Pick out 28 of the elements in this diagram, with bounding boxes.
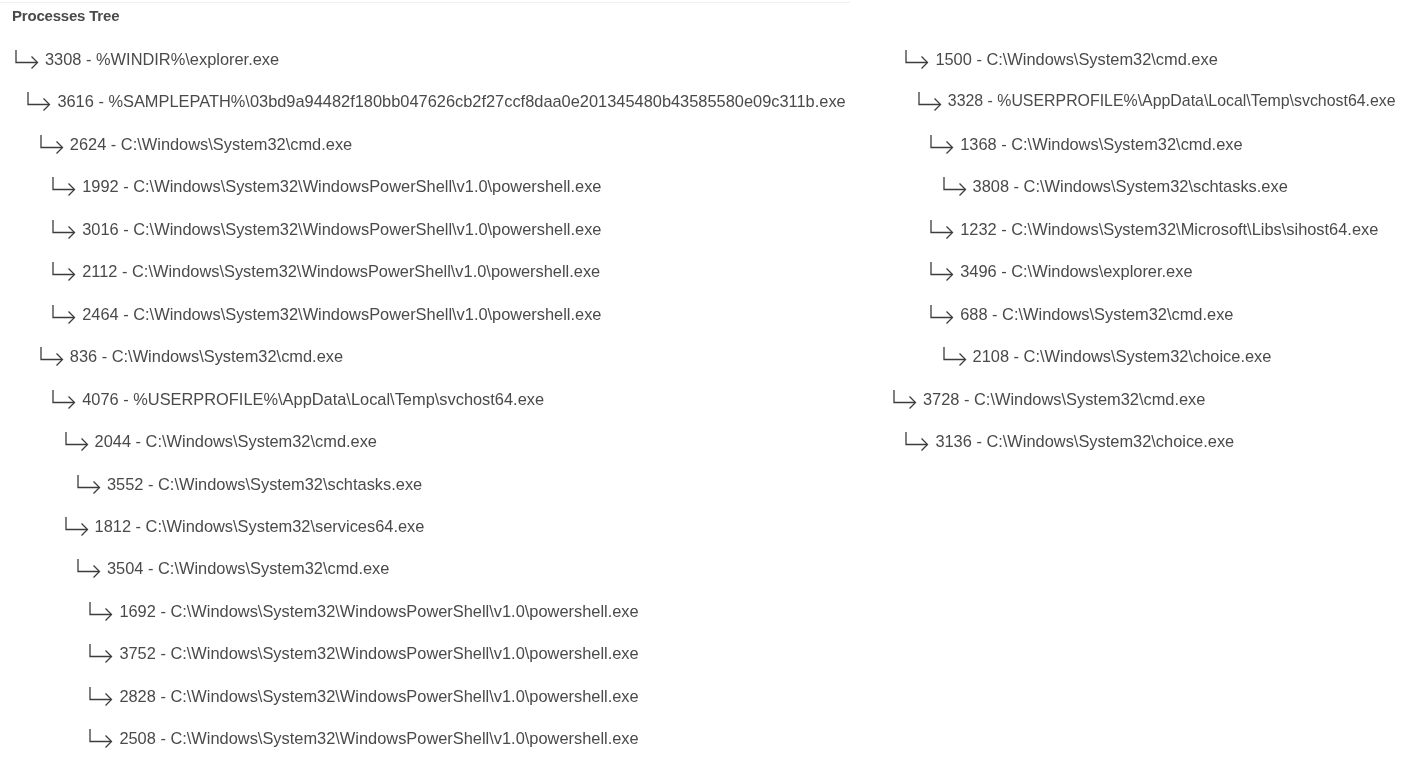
process-label: 3504 - C:\Windows\System32\cmd.exe	[107, 558, 390, 579]
process-label: 2828 - C:\Windows\System32\WindowsPowerShell\v1.0\powershell.exe	[119, 685, 639, 706]
process-label: 4076 - %USERPROFILE%\AppData\Local\Temp\svchost64.exe	[82, 388, 545, 409]
process-label: 1692 - C:\Windows\System32\WindowsPowerShell\v1.0\powershell.exe	[119, 600, 639, 621]
process-label: 1992 - C:\Windows\System32\WindowsPowerShell\v1.0\powershell.exe	[82, 176, 602, 197]
process-label: 2464 - C:\Windows\System32\WindowsPowerShell\v1.0\powershell.exe	[82, 303, 602, 324]
process-label: 3496 - C:\Windows\explorer.exe	[960, 261, 1193, 282]
process-label: 1500 - C:\Windows\System32\cmd.exe	[935, 49, 1218, 69]
process-label: 2508 - C:\Windows\System32\WindowsPowerShell\v1.0\powershell.exe	[119, 728, 639, 749]
process-label: 2112 - C:\Windows\System32\WindowsPowerShell\v1.0\powershell.exe	[82, 261, 601, 282]
panel-title: Processes Tree	[12, 7, 120, 24]
process-label: 3752 - C:\Windows\System32\WindowsPowerShell\v1.0\powershell.exe	[119, 643, 639, 664]
process-label: 3308 - %WINDIR%\explorer.exe	[45, 49, 280, 69]
process-label: 2624 - C:\Windows\System32\cmd.exe	[69, 133, 353, 154]
process-label: 3616 - %SAMPLEPATH%\03bd9a94482f180bb047626cb2f27ccf8daa0e201345480b43585580e09c311b.exe	[57, 91, 846, 112]
process-label: 1368 - C:\Windows\System32\cmd.exe	[960, 133, 1243, 154]
process-label: 836 - C:\Windows\System32\cmd.exe	[69, 346, 344, 367]
process-label: 3016 - C:\Windows\System32\WindowsPowerShell\v1.0\powershell.exe	[82, 218, 602, 239]
process-label: 3728 - C:\Windows\System32\cmd.exe	[923, 388, 1206, 409]
process-label: 1232 - C:\Windows\System32\Microsoft\Libs\sihost64.exe	[960, 218, 1379, 239]
process-label: 688 - C:\Windows\System32\cmd.exe	[960, 303, 1234, 324]
process-label: 2044 - C:\Windows\System32\cmd.exe	[94, 431, 377, 452]
process-label: 3328 - %USERPROFILE%\AppData\Local\Temp\svchost64.exe	[947, 91, 1396, 112]
process-label: 3552 - C:\Windows\System32\schtasks.exe	[107, 473, 423, 494]
process-label: 3136 - C:\Windows\System32\choice.exe	[935, 431, 1235, 452]
process-label: 2108 - C:\Windows\System32\choice.exe	[972, 346, 1272, 367]
process-label: 1812 - C:\Windows\System32\services64.exe	[94, 515, 425, 536]
process-label: 3808 - C:\Windows\System32\schtasks.exe	[972, 176, 1288, 197]
